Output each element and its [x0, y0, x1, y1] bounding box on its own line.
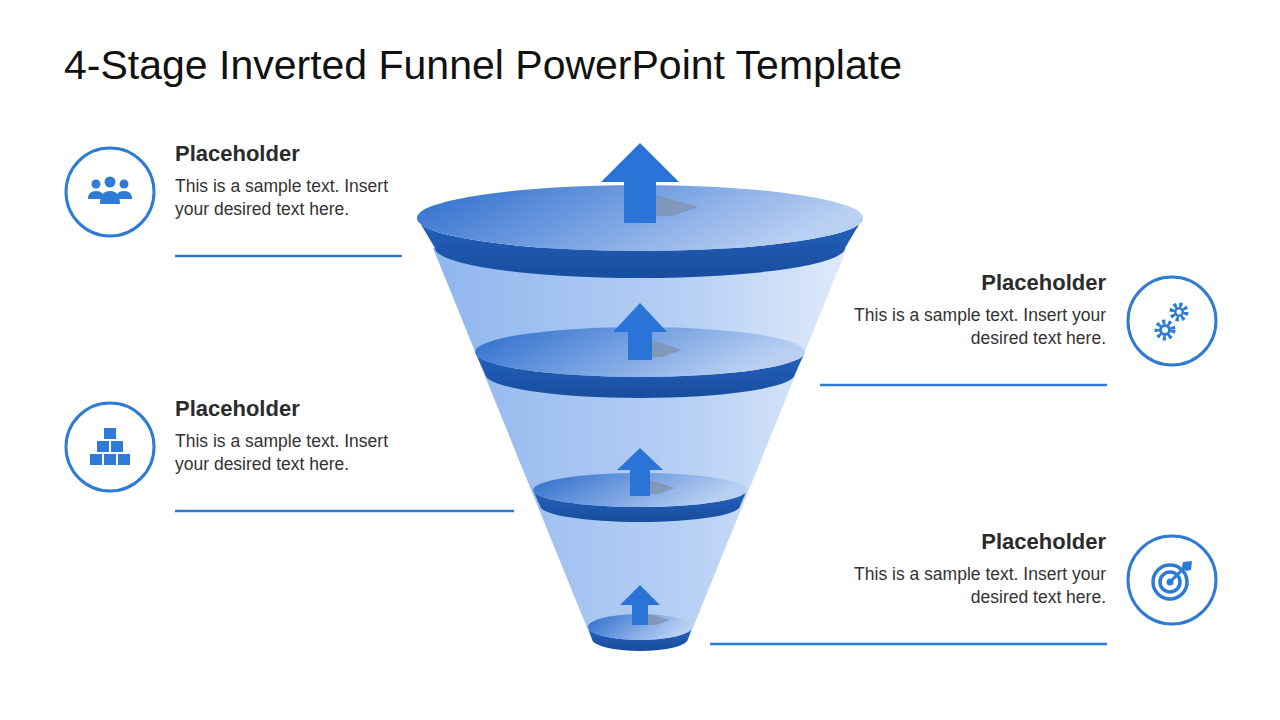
arrow-shadow [652, 340, 682, 357]
up-arrow [601, 143, 679, 223]
leader-line [175, 255, 402, 258]
stage-heading: Placeholder [846, 269, 1106, 297]
icon-circle [66, 148, 154, 236]
people-icon [88, 177, 132, 205]
arrow-shadow [650, 480, 675, 494]
stage-description: This is a sample text. Insert your desir… [175, 175, 415, 221]
boxes-icon [90, 428, 130, 465]
up-arrow [620, 585, 660, 625]
funnel-cone [433, 248, 847, 640]
arrow-shadow [648, 614, 670, 625]
target-icon [1153, 561, 1192, 599]
stage-description: This is a sample text. Insert your desir… [175, 430, 415, 476]
arrow-shadow [656, 195, 698, 216]
up-arrow [613, 303, 667, 360]
stage-description: This is a sample text. Insert your desir… [846, 563, 1106, 609]
icon-circle [1128, 277, 1216, 365]
leader-line [820, 384, 1107, 387]
up-arrow [617, 448, 663, 496]
stage-heading: Placeholder [175, 395, 415, 423]
gears-icon [1157, 305, 1186, 338]
icon-circle [66, 403, 154, 491]
stage-description: This is a sample text. Insert your desir… [846, 304, 1106, 350]
slide-title: 4-Stage Inverted Funnel PowerPoint Templ… [64, 42, 902, 89]
leader-line [710, 643, 1107, 646]
stage-heading: Placeholder [846, 528, 1106, 556]
icon-circle [1128, 536, 1216, 624]
stage-heading: Placeholder [175, 140, 415, 168]
leader-line [175, 510, 514, 513]
